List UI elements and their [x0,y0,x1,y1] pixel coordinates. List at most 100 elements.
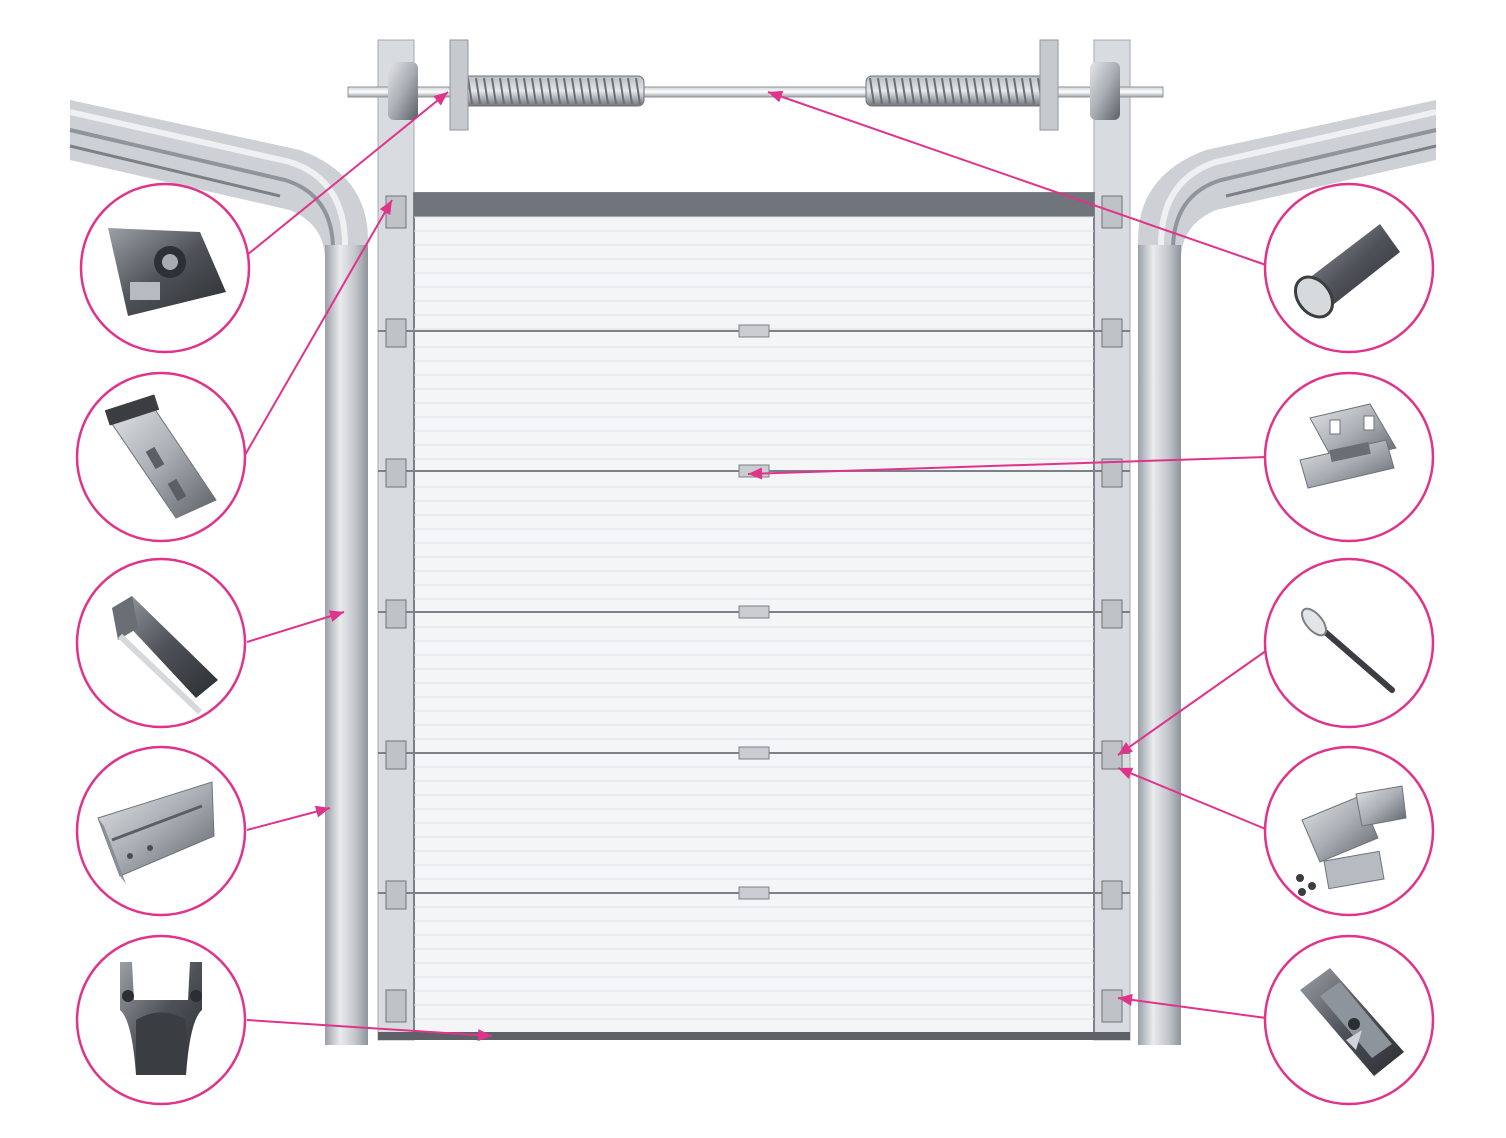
spring-coil [973,77,979,105]
spring-coil [957,77,963,105]
callout-line [246,807,331,831]
spring-coil [587,77,593,105]
hinge-icon [1299,403,1397,489]
callout-vertical-track-angle [75,557,247,729]
center-hinge [738,886,770,900]
callout-bottom-bracket [75,934,247,1106]
callout-spring-bracket [79,182,251,354]
callout-line [244,199,393,456]
spring-coil [1021,77,1027,105]
spring-coil [981,77,987,105]
spring-coil [563,77,569,105]
spring-coil [885,77,891,105]
side-roller-bracket [1101,458,1123,488]
bracket-plate-icon [108,228,226,316]
torsion-assembly [347,39,1164,131]
callout-arrowhead [1118,993,1133,1006]
spring-coil [635,77,641,105]
spring-coil [917,77,923,105]
callout-arrowhead [768,90,784,103]
callout-line [767,91,1267,266]
side-roller-bracket [385,599,407,629]
spring-coil [467,77,473,105]
spring-coil [1013,77,1019,105]
callout-arrowhead [328,610,344,622]
center-hinge [738,605,770,619]
side-roller-bracket [385,740,407,770]
spring-coil [555,77,561,105]
roller-icon [1301,607,1395,693]
side-hinge-icon [1296,785,1407,896]
spring-coil [619,77,625,105]
spring-coil [483,77,489,105]
spring-coil [507,77,513,105]
spring-coil [515,77,521,105]
spring-coil [877,77,883,105]
callout-line [747,456,1267,475]
spring-coil [1029,77,1035,105]
callout-arrowhead [477,1029,492,1042]
callout-bottom-roller-bracket [1263,934,1435,1106]
side-roller-bracket [1101,880,1123,910]
callout-arrowhead [433,92,448,106]
callout-arrowhead [748,467,763,480]
spring-coil [869,77,875,105]
side-roller-bracket [1101,599,1123,629]
spring-coil [475,77,481,105]
spring-coil [531,77,537,105]
spring-coil [901,77,907,105]
right-track [1138,100,1437,1045]
angle-profile-icon [112,596,218,715]
callout-top-fixture [75,371,247,543]
bottom-bracket-icon [120,962,202,1075]
spring-coil [949,77,955,105]
spring-coil [547,77,553,105]
side-roller-bracket [1101,740,1123,770]
spring-coil [523,77,529,105]
spring-coil [579,77,585,105]
spring-coil [909,77,915,105]
spring-coil [491,77,497,105]
callout-line [246,91,449,256]
spring-coil [941,77,947,105]
spring-coil [595,77,601,105]
spring-coil [611,77,617,105]
callout-line [246,611,345,643]
left-track [69,100,368,1045]
callout-arrowhead [314,805,330,818]
callout-center-hinge [1263,371,1435,543]
callout-circles [75,182,1435,1106]
spring-coil [893,77,899,105]
callout-arrowhead [379,200,392,216]
callout-torsion-shaft [1263,182,1435,354]
top-fixture-icon [104,394,217,519]
callout-line [246,1019,493,1037]
callout-roller [1263,557,1435,729]
spring-coil [989,77,995,105]
door-body [378,192,1130,1040]
spring-coil [603,77,609,105]
spring-coil [997,77,1003,105]
center-hinge [738,324,770,338]
callout-vertical-track-profile [75,745,247,917]
side-roller-bracket [385,318,407,348]
callout-arrowhead [1118,767,1134,779]
end-bracket [1101,989,1123,1023]
callout-line [1117,767,1269,831]
c-channel-icon [97,781,215,884]
callout-arrowhead [1118,742,1133,755]
shaft-tube-icon [1293,224,1400,319]
side-roller-bracket [1101,318,1123,348]
spring-coil [627,77,633,105]
spring-coil [1005,77,1011,105]
callout-line [1117,997,1267,1019]
center-hinge [738,746,770,760]
callout-lines [244,90,1271,1042]
side-roller-bracket [385,458,407,488]
spring-coil [933,77,939,105]
callout-line [1117,647,1271,756]
spring-coil [965,77,971,105]
spring-coil [571,77,577,105]
